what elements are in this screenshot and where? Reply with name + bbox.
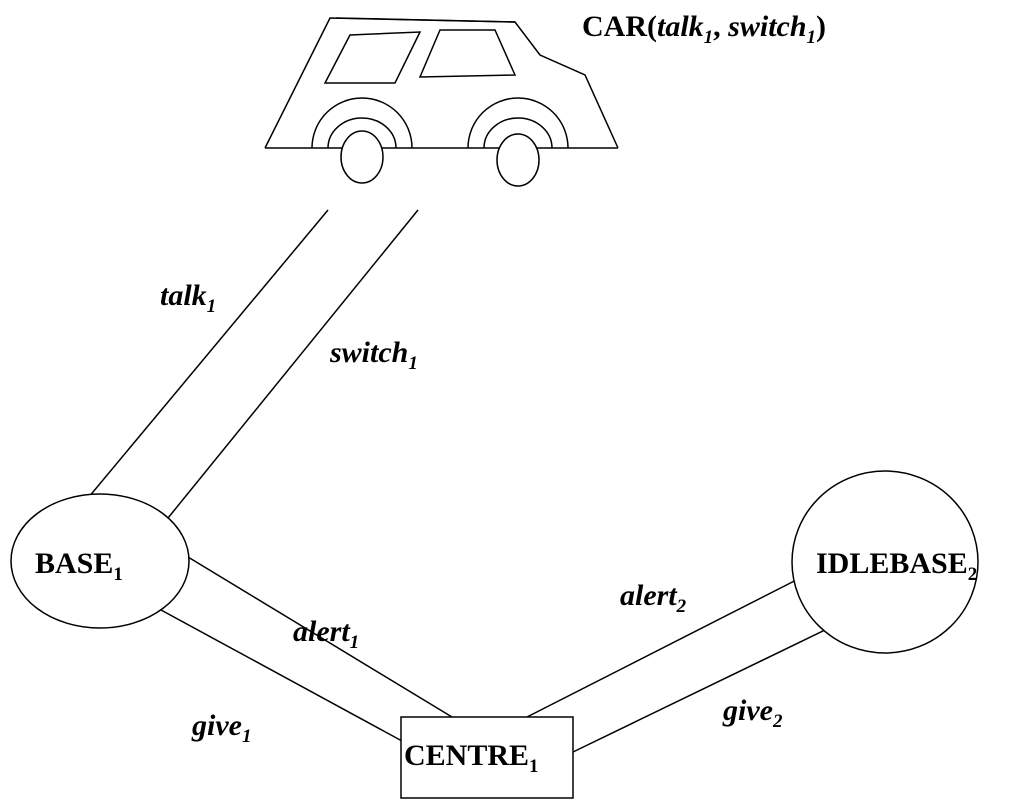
edge-label-talk: talk1	[160, 279, 216, 317]
car-rear-window	[418, 29, 517, 78]
car-front-window	[323, 31, 422, 84]
centre-node	[400, 716, 574, 799]
edge-give2	[572, 613, 859, 753]
car-body-outline	[264, 17, 619, 149]
edge-label-switch: switch1	[329, 336, 418, 374]
front-wheel-arch-inner	[327, 117, 397, 149]
front-wheel	[340, 130, 384, 184]
centre-label: CENTRE1	[404, 739, 539, 777]
idlebase-label: IDLEBASE2	[816, 547, 977, 585]
edge-label-alert2: alert2	[620, 579, 687, 617]
base-label: BASE1	[35, 547, 123, 585]
car-roof-line	[335, 17, 516, 23]
edge-switch	[167, 209, 419, 519]
edge-label-give2: give2	[722, 694, 783, 732]
car-icon	[264, 17, 619, 187]
front-wheel-arch	[311, 97, 413, 149]
rear-wheel-arch-inner	[483, 117, 553, 149]
edge-talk	[87, 209, 329, 499]
edge-alert2	[526, 571, 813, 718]
car-label: CAR(talk1, switch1)	[582, 10, 826, 48]
edge-label-give1: give1	[191, 709, 251, 747]
rear-wheel	[496, 133, 540, 187]
edge-label-alert1: alert1	[293, 615, 359, 653]
idlebase-node	[791, 470, 979, 654]
edge-give1	[149, 603, 403, 742]
rear-wheel-arch	[467, 97, 569, 149]
base-node	[10, 493, 190, 629]
edge-alert1	[187, 556, 453, 718]
